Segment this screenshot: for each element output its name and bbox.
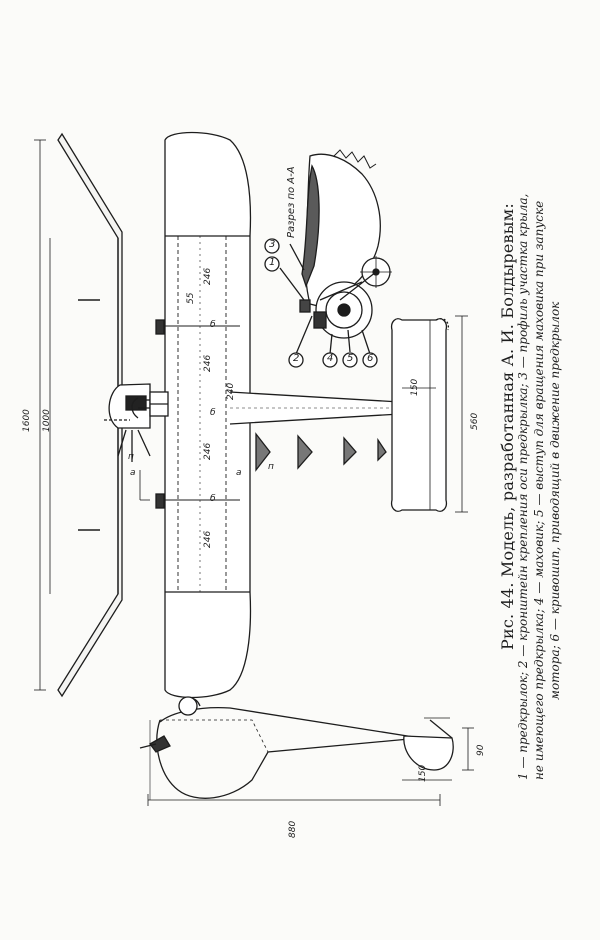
dim-stab-chord: 150 xyxy=(418,764,428,782)
callout-2: 2 xyxy=(293,353,300,364)
dim-b-3: б xyxy=(210,494,216,504)
callout-5: 5 xyxy=(347,353,354,364)
dim-tail-span: 560 xyxy=(470,412,480,430)
dim-seg-4: 246 xyxy=(203,530,213,548)
dim-span-inner: 1000 xyxy=(42,409,52,432)
front-view xyxy=(34,132,160,698)
callout-3: 3 xyxy=(269,239,276,250)
dim-seg-2: 246 xyxy=(203,354,213,372)
callout-1: 1 xyxy=(269,257,276,268)
top-view-tail xyxy=(390,315,468,513)
caption-legend-line-3: мотора; 6 — кривошип, приводящий в движе… xyxy=(548,301,562,700)
callout-4: 4 xyxy=(327,353,334,364)
dim-wing-offset: 240 xyxy=(226,382,236,400)
section-a-a xyxy=(279,149,392,355)
top-view-fuselage xyxy=(229,391,401,425)
caption-legend-line-1: 1 — предкрылок; 2 — кронштейн крепления … xyxy=(516,193,530,780)
caption-legend-line-2: не имеющего предкрылка; 4 — маховик; 5 —… xyxy=(532,200,546,780)
top-view-wing xyxy=(131,131,252,699)
section-label: Разрез по А-А xyxy=(286,166,297,238)
dim-length: 880 xyxy=(288,820,298,838)
dim-n-2: п xyxy=(268,462,274,472)
dim-tail-chord: 150 xyxy=(410,378,420,396)
caption-title: Рис. 44. Модель, разработанная А. И. Бол… xyxy=(498,203,517,650)
dim-n-1: п xyxy=(128,452,134,462)
callout-circles xyxy=(264,238,378,368)
rib-sections xyxy=(255,432,387,472)
dim-span: 1600 xyxy=(22,409,32,432)
callout-6: 6 xyxy=(367,353,374,364)
dim-b-1: б xyxy=(210,320,216,330)
dim-a-2: а xyxy=(236,468,242,478)
dim-b-2: б xyxy=(210,408,216,418)
dim-seg-3: 246 xyxy=(203,442,213,460)
side-view xyxy=(139,696,474,806)
dim-slat-gap: 55 xyxy=(186,292,196,304)
dim-stab-height: 90 xyxy=(476,744,486,756)
dim-a-1: а xyxy=(130,468,136,478)
dim-seg-1: 246 xyxy=(203,267,213,285)
